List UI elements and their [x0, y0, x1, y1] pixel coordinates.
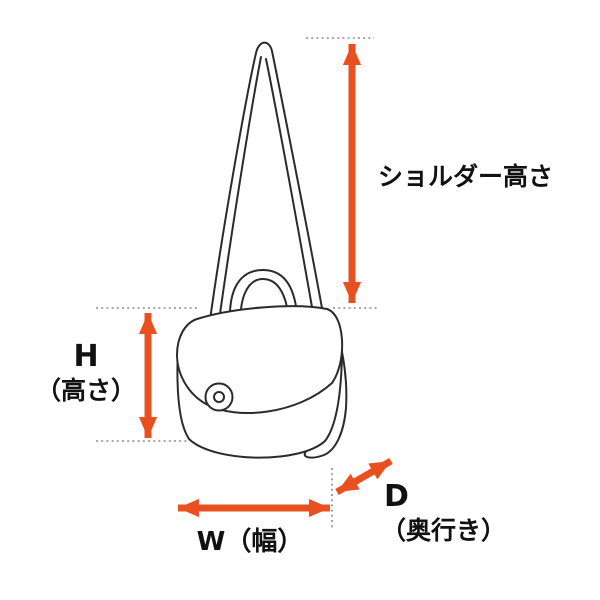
bag-clasp-inner	[213, 391, 225, 403]
width-label: W（幅）	[197, 527, 304, 557]
bag-strap-inner-right	[265, 58, 317, 331]
depth-arrow	[335, 457, 393, 496]
depth-caption-label: （奥行き）	[381, 516, 506, 545]
height-caption-label: （高さ）	[36, 376, 136, 405]
bag-strap-inner-left	[218, 56, 262, 322]
shoulder-height-label: ショルダー高さ	[378, 162, 553, 191]
bag-handle-inner	[239, 277, 290, 333]
bag-strap-outer	[209, 41, 327, 331]
height-abbrev-label: H	[73, 339, 98, 374]
depth-abbrev-label: D	[384, 479, 409, 514]
